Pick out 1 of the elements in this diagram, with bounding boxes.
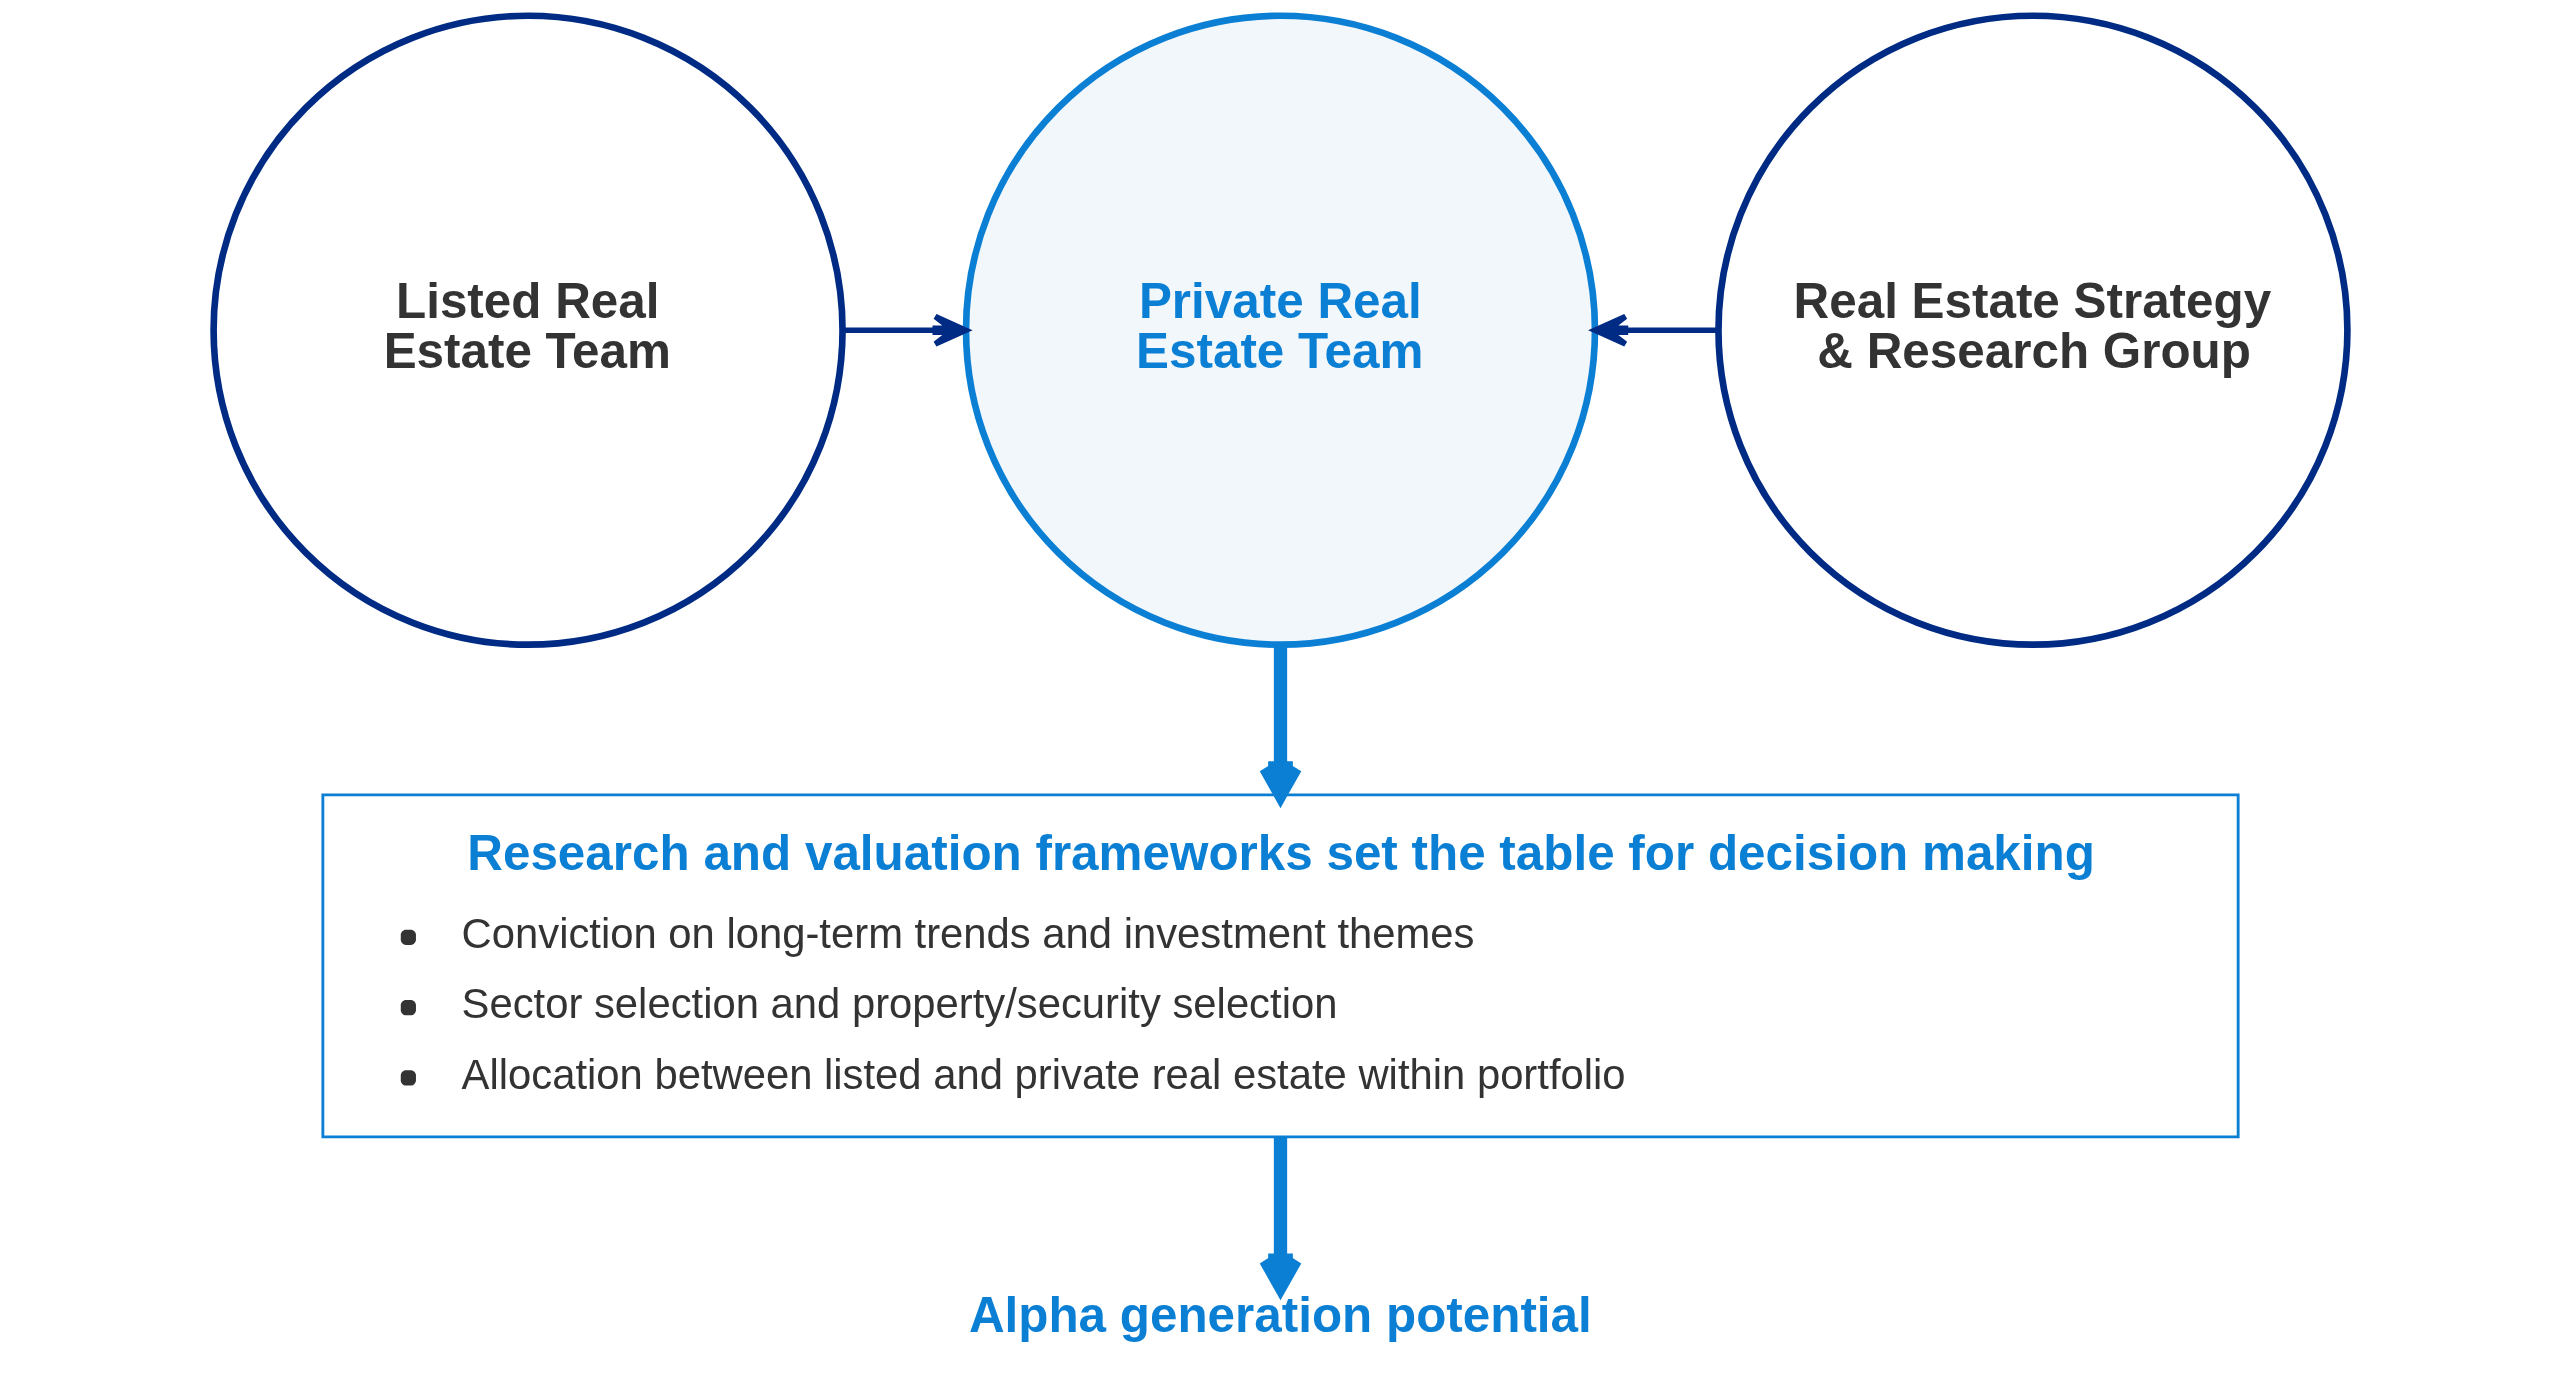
node-text: Alpha generation potential bbox=[968, 1287, 1592, 1343]
